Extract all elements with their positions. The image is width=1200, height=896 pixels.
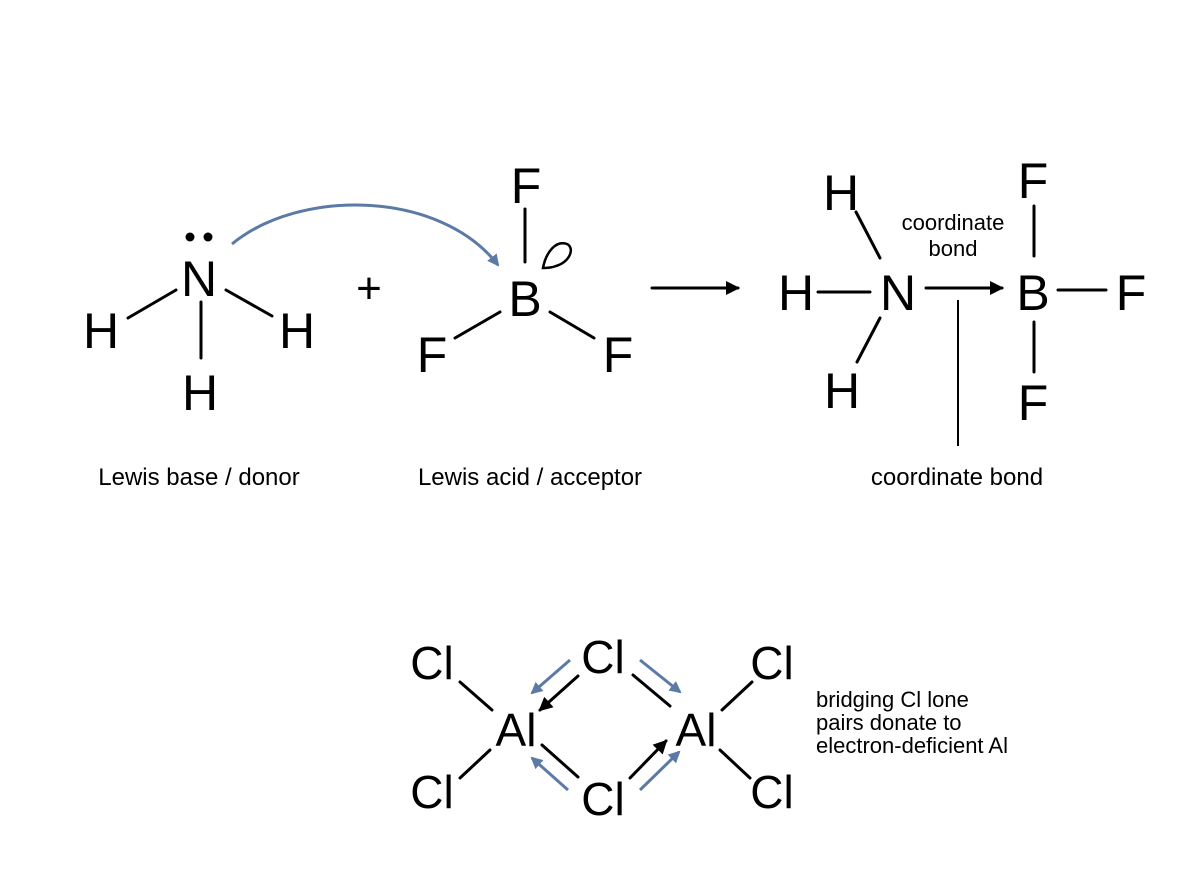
lewis-base-caption: Lewis base / donor [98, 464, 299, 491]
lone-pair-dot-right [203, 232, 213, 242]
bf3-bond-right [548, 310, 596, 340]
bridge-top-left-donation-arrow [530, 658, 571, 695]
bridge-bottom-to-al-right-arrow [628, 739, 668, 780]
dimer-al-right: Al [676, 704, 717, 756]
plus-sign: + [356, 264, 382, 313]
dimer-cl-bridge-bottom: Cl [581, 773, 624, 825]
adduct-bond-h-top [854, 210, 882, 260]
nh3-hydrogen-right: H [279, 303, 315, 359]
bf3-fluorine-right: F [603, 327, 634, 383]
bridge-top-right-donation-arrow [639, 658, 682, 694]
adduct-hydrogen-top: H [823, 165, 859, 221]
bridge-bottom-to-al-left-bond [540, 743, 580, 779]
dimer-cl-right-top: Cl [750, 637, 793, 689]
lone-pair-dot-left [185, 232, 195, 242]
nh3-bond-right [224, 288, 274, 318]
adduct-fluorine-bottom: F [1018, 375, 1049, 431]
dimer-cl-bridge-top: Cl [581, 631, 624, 683]
dimer-al-left: Al [496, 704, 537, 756]
adduct-hydrogen-bottom: H [824, 363, 860, 419]
dimer-cl-left-bottom: Cl [410, 766, 453, 818]
coordinate-bond-caption: coordinate bond [871, 464, 1043, 491]
dimer-bond-right-top [720, 680, 754, 712]
boron-trifluoride-molecule: F B F F [417, 158, 634, 383]
electron-pair-curved-arrow [231, 203, 500, 267]
nh3-hydrogen-left: H [83, 303, 119, 359]
lewis-acid-caption: Lewis acid / acceptor [418, 464, 642, 491]
adduct-nitrogen: N [880, 265, 916, 321]
dimer-cl-right-bottom: Cl [750, 766, 793, 818]
adduct-fluorine-top: F [1018, 153, 1049, 209]
bf3-bond-left [453, 310, 502, 340]
dimer-cl-left-top: Cl [410, 637, 453, 689]
bf3-boron: B [508, 271, 541, 327]
dimer-note-line3: electron-deficient Al [816, 733, 1008, 758]
bf3-fluorine-top: F [511, 158, 542, 214]
coordinate-bond-label-line2: bond [929, 236, 978, 261]
bridge-top-to-al-left-arrow [538, 674, 580, 712]
dimer-bond-left-bottom [458, 748, 492, 780]
dimer-bond-left-top [458, 680, 494, 712]
bf3-fluorine-left: F [417, 327, 448, 383]
nh3-hydrogen-bottom: H [182, 365, 218, 421]
adduct-molecule: H H N H B F F F [778, 153, 1146, 431]
dimer-bond-right-bottom [718, 748, 752, 780]
bridge-bottom-left-donation-arrow [530, 756, 569, 792]
nh3-nitrogen: N [181, 251, 217, 307]
dimer-note-line1: bridging Cl lone [816, 687, 969, 712]
aluminium-chloride-dimer: Cl Cl Cl Cl Cl Cl Al Al [410, 631, 793, 825]
coordinate-bond-label-line1: coordinate [902, 210, 1005, 235]
adduct-bond-h-bottom [855, 316, 882, 364]
dimer-note-line2: pairs donate to [816, 710, 962, 735]
bridge-top-to-al-right-bond [631, 673, 672, 708]
nh3-bond-left [126, 288, 178, 320]
ammonia-molecule: N H H H [83, 232, 315, 421]
empty-p-orbital-icon [541, 241, 572, 270]
adduct-hydrogen-left: H [778, 265, 814, 321]
bridge-bottom-right-donation-arrow [638, 750, 681, 792]
adduct-fluorine-right: F [1116, 265, 1147, 321]
adduct-boron: B [1016, 265, 1049, 321]
